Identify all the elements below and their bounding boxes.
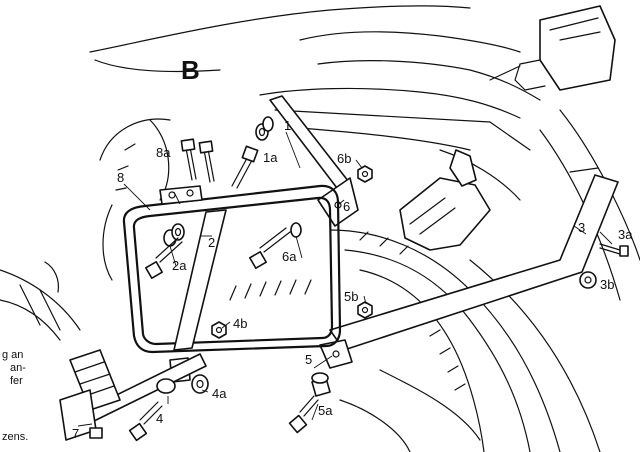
label-6: 6 [343, 199, 350, 214]
washer-1a [255, 116, 274, 141]
side-text-line-4: zens. [2, 431, 28, 443]
turn-signal-upper [489, 5, 616, 91]
side-text-line-3: fer [10, 375, 23, 387]
nut-3b [579, 271, 597, 289]
label-8a: 8a [156, 145, 171, 160]
label-2: 2 [208, 235, 215, 250]
bolt-4 [128, 401, 163, 442]
side-text-line-1: g an [2, 349, 23, 361]
bolt-6a [249, 222, 302, 269]
label-5a: 5a [318, 403, 333, 418]
bolt-8a-left [180, 138, 197, 181]
label-1: 1 [284, 118, 291, 133]
bolt-1a [231, 145, 259, 189]
label-5b: 5b [344, 289, 358, 304]
nut-7 [89, 427, 103, 439]
label-7: 7 [72, 426, 79, 441]
label-3a: 3a [618, 227, 633, 242]
label-4b: 4b [233, 316, 247, 331]
label-6a: 6a [282, 249, 297, 264]
nut-4b [211, 321, 227, 339]
side-text-line-2: an- [10, 362, 26, 374]
label-6b: 6b [337, 151, 351, 166]
label-4a: 4a [212, 386, 227, 401]
label-3: 3 [578, 220, 585, 235]
foot-peg [59, 349, 121, 441]
spacer-5a [311, 372, 331, 397]
bracket-upper-strut [269, 95, 353, 193]
bolt-2a [145, 237, 183, 279]
label-2a: 2a [172, 258, 187, 273]
label-8: 8 [117, 170, 124, 185]
label-1a: 1a [263, 150, 278, 165]
leader-lines [77, 131, 613, 427]
bolt-3a [599, 243, 629, 257]
nut-5b [357, 301, 373, 319]
label-4: 4 [156, 411, 163, 426]
side-carrier-frame [85, 184, 342, 423]
section-letter: B [181, 55, 200, 85]
bolt-5a [288, 395, 319, 434]
bolt-8a-right [198, 140, 215, 183]
spacer-4a [156, 374, 209, 394]
label-5: 5 [305, 352, 312, 367]
label-3b: 3b [600, 277, 614, 292]
nut-6b [357, 165, 373, 183]
turn-signal-lower [399, 149, 491, 251]
